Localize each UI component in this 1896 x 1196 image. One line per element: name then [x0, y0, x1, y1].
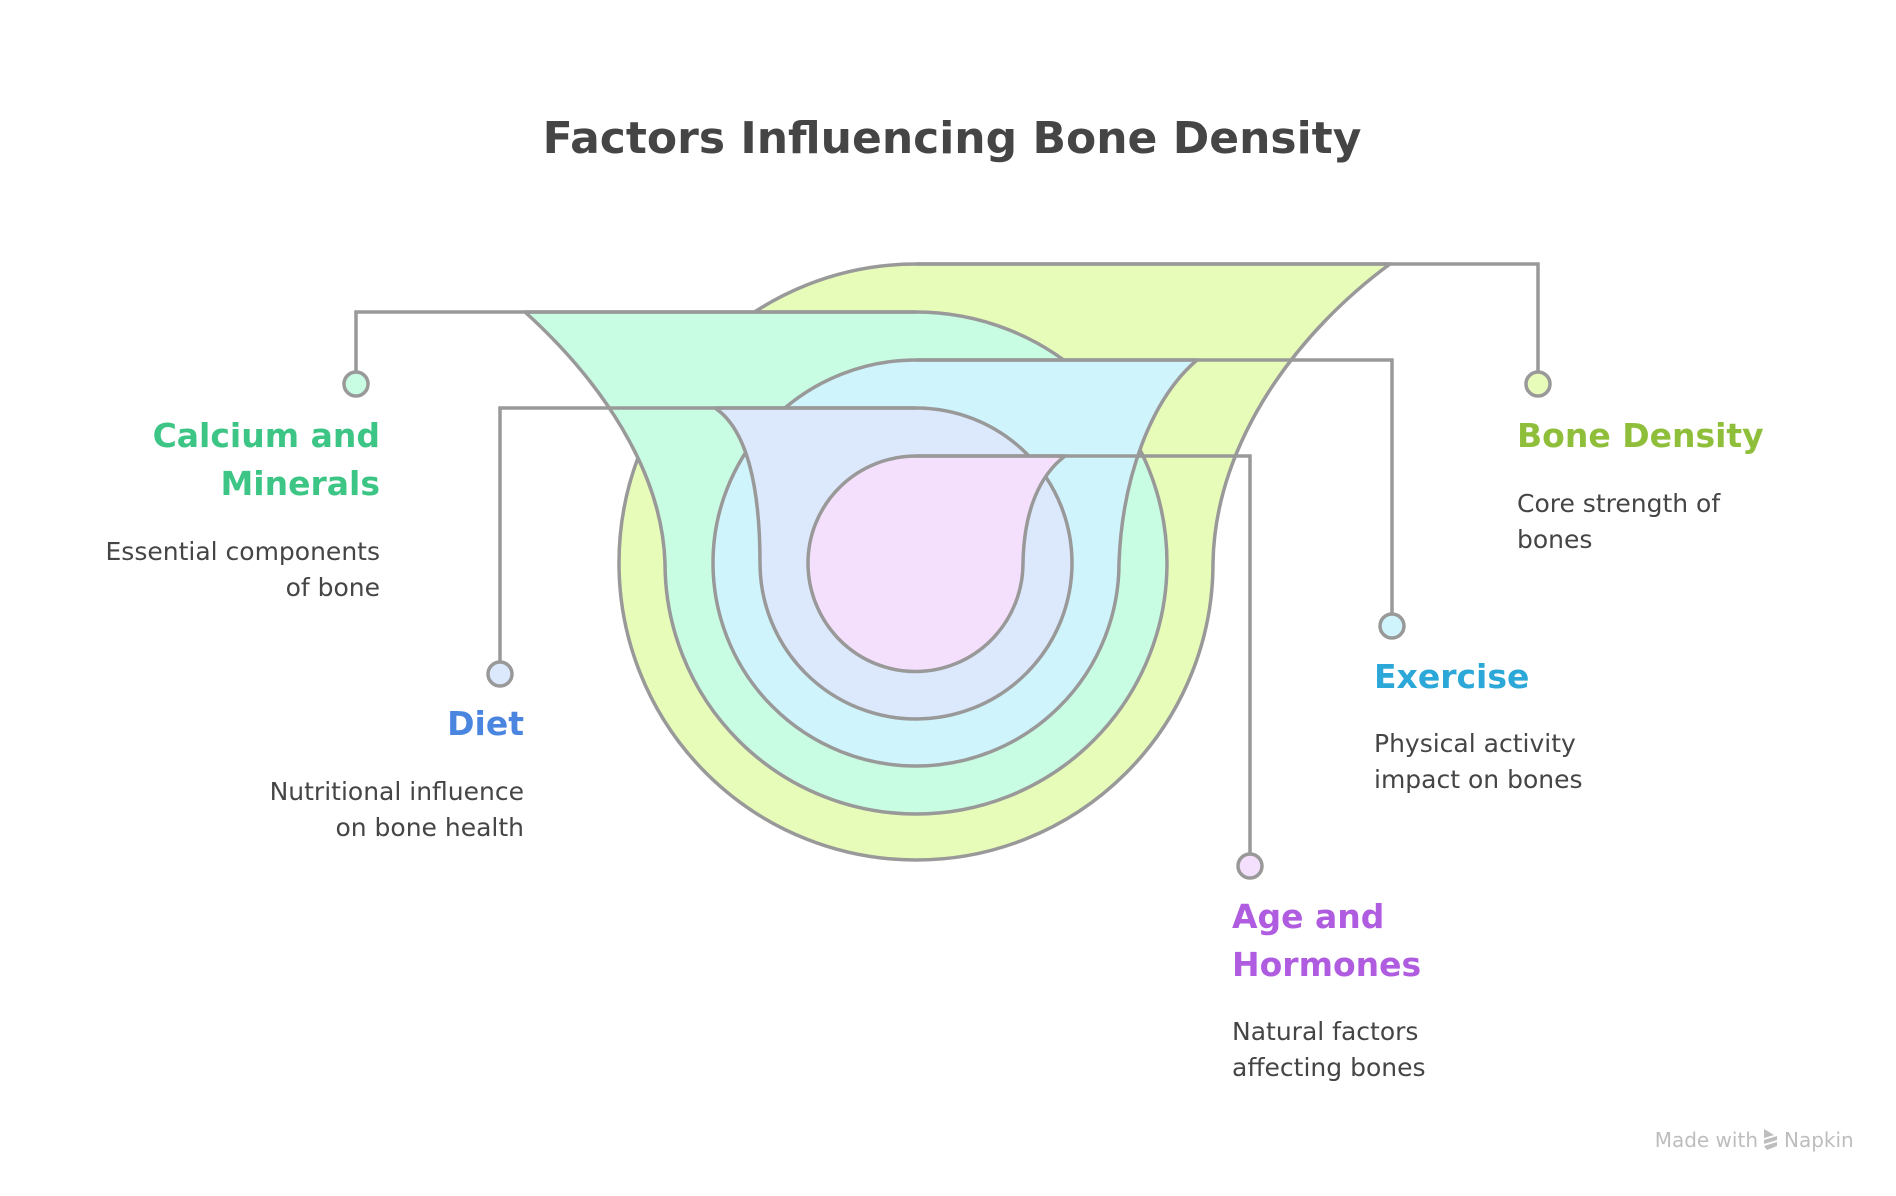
label-description: on bone health	[335, 813, 524, 842]
label-heading: Exercise	[1374, 657, 1529, 696]
label-description: of bone	[286, 573, 380, 602]
footer-brand: Napkin	[1784, 1128, 1854, 1152]
footer-made-with: Made with	[1655, 1128, 1758, 1152]
label-exercise: Exercise Physical activity impact on bon…	[1374, 657, 1582, 794]
label-description: Natural factors	[1232, 1017, 1418, 1046]
page-title: Factors Influencing Bone Density	[543, 113, 1362, 164]
label-heading: Age and	[1232, 897, 1384, 936]
napkin-watermark[interactable]: Made with Napkin	[1655, 1128, 1854, 1152]
endpoint-dot-age-and-hormones	[1236, 852, 1264, 880]
label-description: affecting bones	[1232, 1053, 1426, 1082]
label-description: impact on bones	[1374, 765, 1582, 794]
endpoint-dot-calcium-and-minerals	[342, 370, 370, 398]
layer-shape-age-and-hormones	[806, 454, 1067, 674]
nested-layers	[523, 262, 1392, 862]
label-diet: Diet Nutritional influence on bone healt…	[270, 704, 525, 842]
leader-line-calcium-and-minerals	[354, 310, 916, 372]
leader-line-diet	[498, 406, 916, 662]
label-description: Essential components	[106, 537, 381, 566]
endpoint-dot-bone-density	[1524, 370, 1552, 398]
label-age-and-hormones: Age and Hormones Natural factors affecti…	[1232, 897, 1426, 1082]
leader-line-age-and-hormones	[916, 454, 1252, 854]
label-heading: Diet	[447, 704, 524, 743]
endpoint-dot-diet	[486, 660, 514, 688]
label-heading: Calcium and	[153, 416, 380, 455]
endpoint-dot-exercise	[1378, 612, 1406, 640]
label-heading: Hormones	[1232, 945, 1421, 984]
label-calcium-and-minerals: Calcium and Minerals Essential component…	[106, 416, 381, 602]
label-description: bones	[1517, 525, 1592, 554]
label-heading: Bone Density	[1517, 416, 1764, 455]
label-description: Nutritional influence	[270, 777, 524, 806]
leader-line-exercise	[916, 358, 1394, 614]
leader-line-bone-density	[916, 262, 1540, 372]
label-description: Physical activity	[1374, 729, 1576, 758]
napkin-logo-icon	[1764, 1129, 1777, 1150]
label-bone-density: Bone Density Core strength of bones	[1517, 416, 1764, 554]
label-description: Core strength of	[1517, 489, 1721, 518]
label-heading: Minerals	[220, 464, 380, 503]
leader-lines	[354, 262, 1540, 854]
